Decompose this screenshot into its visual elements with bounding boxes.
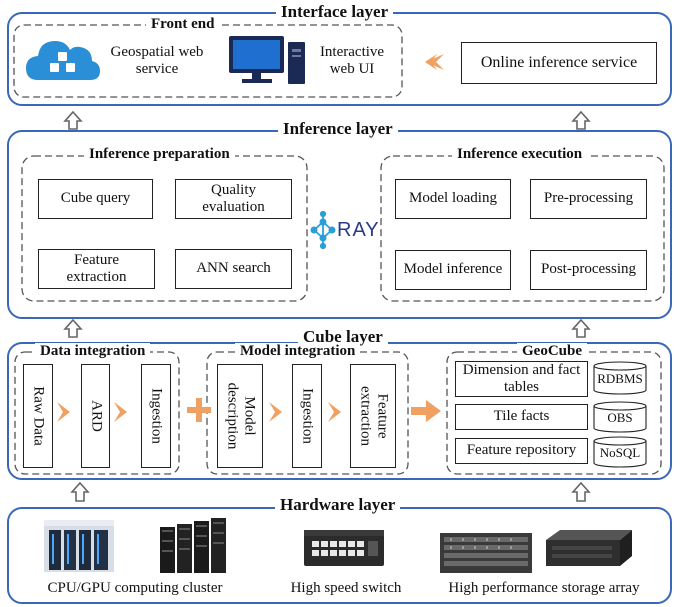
ann-search-box: ANN search	[175, 249, 292, 289]
cpu-gpu-cluster-label: CPU/GPU computing cluster	[47, 580, 223, 596]
network-switch-icon	[304, 530, 384, 566]
obs-label: OBS	[607, 410, 633, 425]
right-chevron-arrow	[269, 402, 282, 422]
server-rack-icon	[44, 520, 114, 572]
nosql-label: NoSQL	[599, 445, 641, 460]
pre-processing-box: Pre-processing	[530, 179, 647, 219]
model-loading-box: Model loading	[395, 179, 511, 219]
up-arrow	[63, 110, 83, 130]
ard-label: ARD	[88, 400, 105, 432]
tile-facts-box: Tile facts	[455, 404, 588, 430]
up-arrow	[571, 318, 591, 338]
right-chevron-arrow	[57, 402, 70, 422]
ingestion-label: Ingestion	[148, 388, 165, 444]
inference-preparation-frame	[21, 155, 308, 302]
storage-array-label: High performance storage array	[448, 580, 640, 596]
model-inference-box: Model inference	[395, 250, 511, 290]
database-icon	[593, 436, 647, 468]
dimension-fact-tables-box: Dimension and fact tables	[455, 361, 588, 397]
feature-repository-box: Feature repository	[455, 438, 588, 464]
model-description-box: Model description	[217, 364, 263, 468]
model-ingestion-label: Ingestion	[299, 388, 316, 444]
cube-layer-title: Cube layer	[298, 327, 388, 347]
model-feature-extraction-box: Feature extraction	[350, 364, 396, 468]
storage-array-icon	[440, 533, 532, 573]
database-icon	[593, 401, 647, 433]
interface-layer-title: Interface layer	[276, 2, 394, 22]
geocube-frame	[446, 351, 662, 475]
model-ingestion-box: Ingestion	[292, 364, 322, 468]
inference-layer-title: Inference layer	[278, 119, 398, 139]
up-arrow	[571, 481, 591, 502]
ray-label: RAY	[337, 219, 380, 241]
model-description-label: Model description	[224, 382, 258, 450]
ray-logo-icon	[310, 210, 336, 250]
geocube-title: GeoCube	[517, 343, 587, 360]
quality-evaluation-box: Quality evaluation	[175, 179, 292, 219]
front-end-title: Front end	[146, 16, 220, 33]
up-arrow	[70, 481, 90, 502]
model-integration-title: Model integration	[235, 343, 361, 360]
rdbms-label: RDBMS	[597, 371, 643, 386]
server-cabinet-icon	[160, 518, 226, 573]
geospatial-web-service-label: Geospatial web service	[110, 44, 204, 78]
interactive-web-ui-label: Interactive web UI	[319, 44, 385, 78]
up-arrow	[571, 110, 591, 130]
up-arrow	[63, 318, 83, 338]
plus-icon	[187, 398, 211, 422]
feature-extraction-box: Feature extraction	[38, 249, 155, 289]
inference-execution-title: Inference execution	[452, 146, 588, 163]
database-icon	[593, 361, 647, 395]
inference-preparation-title: Inference preparation	[84, 146, 235, 163]
right-chevron-arrow	[328, 402, 341, 422]
left-chevron-arrow	[426, 54, 444, 70]
ard-box: ARD	[81, 364, 110, 468]
raw-data-label: Raw Data	[30, 386, 47, 446]
cloud-icon	[26, 41, 100, 80]
online-inference-service-box: Online inference service	[461, 42, 657, 84]
hardware-layer-title: Hardware layer	[275, 495, 401, 515]
data-integration-title: Data integration	[35, 343, 151, 360]
raw-data-box: Raw Data	[23, 364, 53, 468]
big-right-arrow	[411, 400, 441, 422]
ingestion-box: Ingestion	[141, 364, 171, 468]
post-processing-box: Post-processing	[530, 250, 647, 290]
storage-server-icon	[546, 530, 632, 566]
high-speed-switch-label: High speed switch	[290, 580, 402, 596]
cube-query-box: Cube query	[38, 179, 153, 219]
computer-icon	[229, 36, 305, 84]
front-end-frame	[13, 24, 403, 98]
right-chevron-arrow	[114, 402, 127, 422]
model-feature-extraction-label: Feature extraction	[357, 386, 391, 446]
